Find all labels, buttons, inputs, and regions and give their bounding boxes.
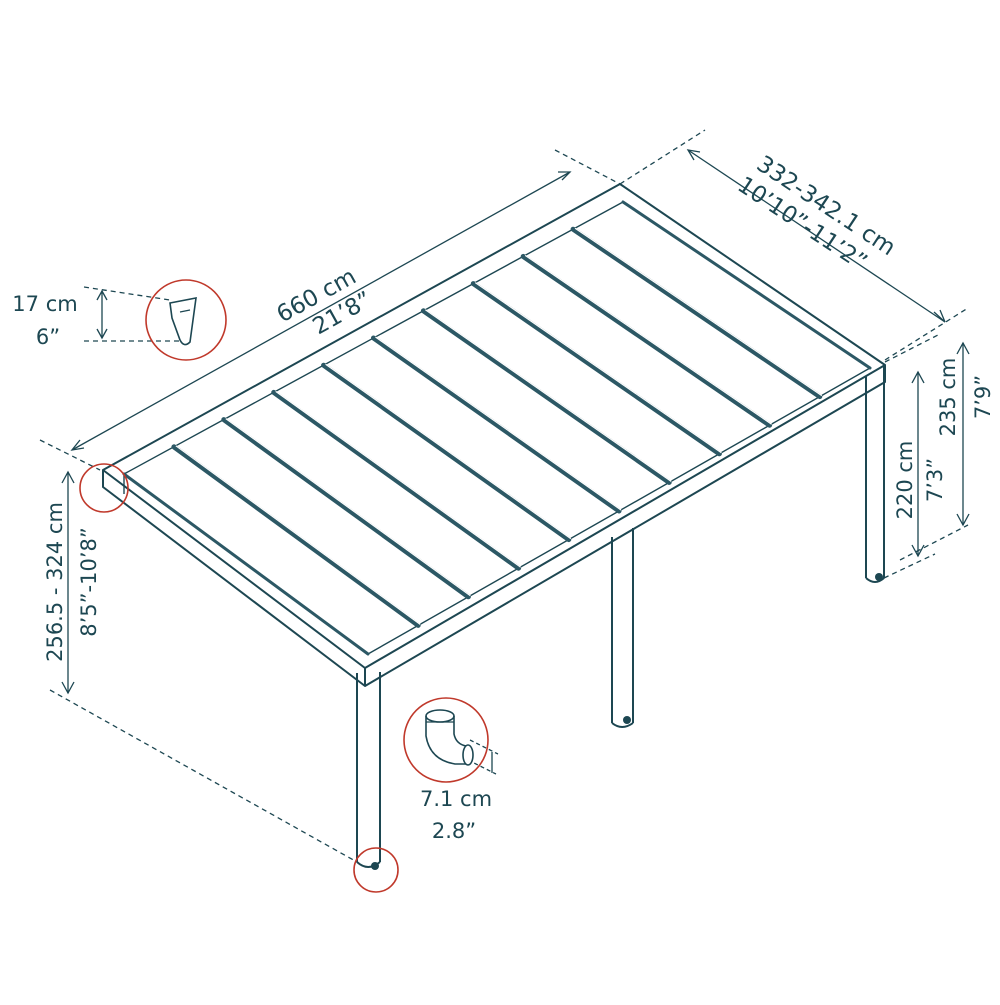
gutter-ft-label: 6” — [36, 325, 60, 349]
roof-panel-bar-highlight — [175, 445, 421, 625]
roof-panel-bar — [271, 389, 522, 571]
post-base-detail — [353, 847, 399, 893]
roof-panel-bar-highlight — [425, 309, 672, 482]
wall-height-ft-label: 8’5”-10’8” — [77, 527, 101, 637]
front-post-left — [356, 672, 381, 870]
roof-panel-bar-highlight — [375, 336, 622, 511]
roof-panel-bar — [122, 472, 370, 656]
roof-panel-bar — [321, 362, 572, 543]
gutter-profile-detail — [145, 279, 227, 361]
roof-panel-bar-highlight — [574, 227, 823, 397]
rear-height-ft-label: 7’9” — [971, 375, 995, 419]
roof-panel-bar — [570, 226, 823, 400]
front-height-cm-label: 220 cm — [893, 441, 917, 520]
roof-panel-bar — [520, 253, 773, 428]
roof-panel-bar — [171, 444, 421, 628]
roof-panel-bar-highlight — [325, 363, 572, 540]
roof-panel-bar — [470, 281, 722, 457]
rear-height-cm-label: 235 cm — [936, 358, 960, 437]
roof-panel-bar — [621, 200, 872, 370]
roof-panel-bar-highlight — [524, 254, 772, 425]
downpipe-cm-label: 7.1 cm — [420, 787, 492, 811]
roof-panel-bar-highlight — [275, 390, 521, 568]
roof-panel-bar-highlight — [225, 418, 471, 597]
downpipe-ft-label: 2.8” — [432, 819, 476, 843]
dimension-lines — [39, 129, 970, 863]
roof-panel-bars — [122, 200, 872, 656]
front-post-middle — [611, 528, 634, 728]
wall-height-cm-label: 256.5 - 324 cm — [43, 502, 67, 662]
roof-panel-bar — [221, 417, 471, 600]
roof-panel-bar — [420, 308, 672, 485]
roof-panel-bar-highlight — [474, 282, 722, 454]
roof-panel-bar — [371, 335, 622, 514]
wall-bracket-detail — [79, 463, 129, 513]
pergola-structure — [102, 183, 886, 870]
downpipe-elbow-detail — [403, 697, 489, 783]
gutter-cm-label: 17 cm — [12, 292, 77, 316]
front-height-ft-label: 7’3” — [923, 458, 947, 502]
rear-post-right — [865, 366, 885, 583]
